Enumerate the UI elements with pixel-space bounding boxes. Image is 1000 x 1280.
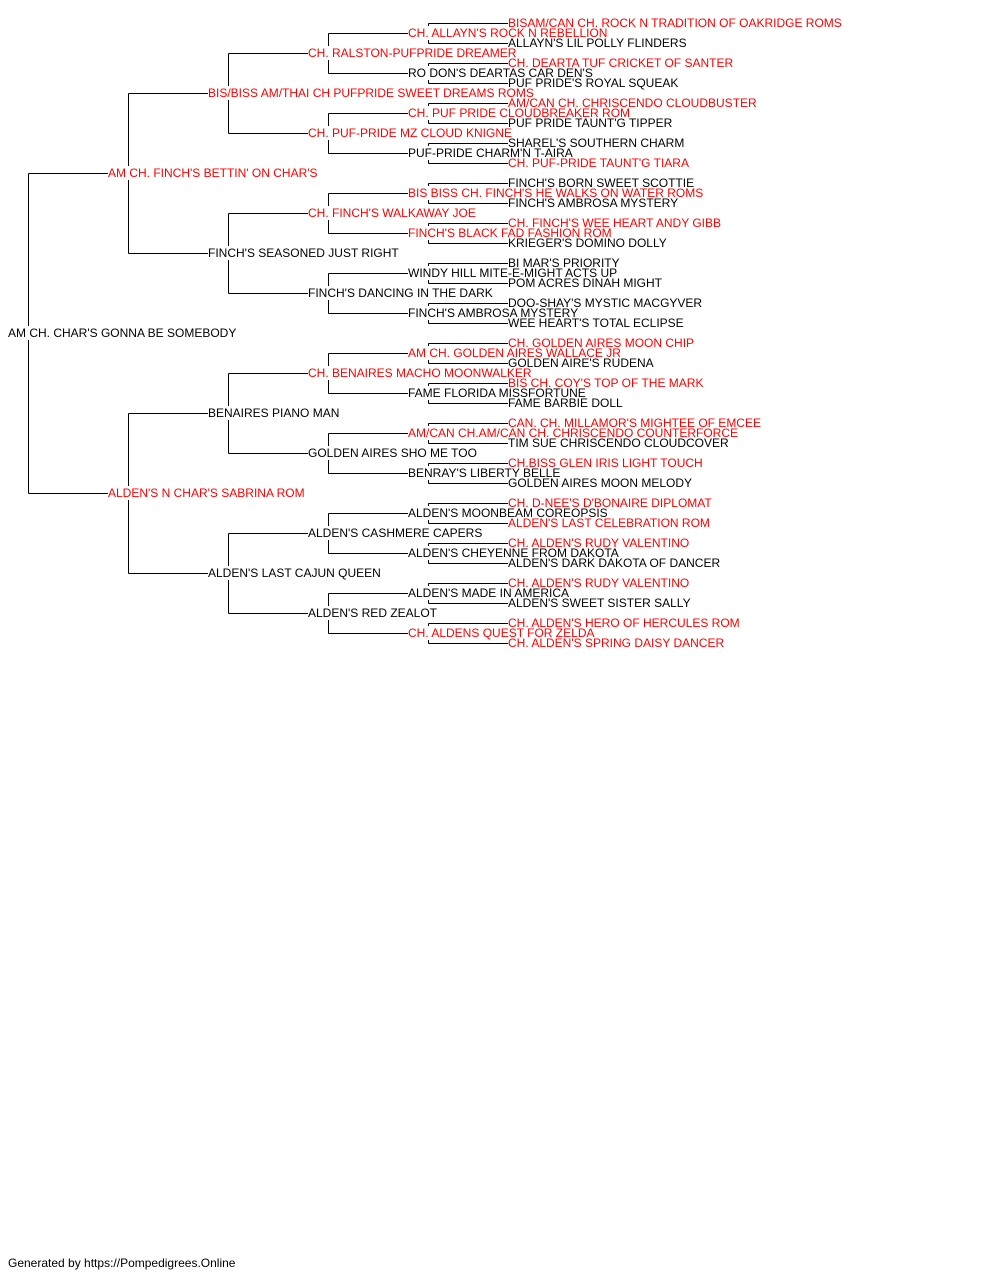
ancestor-name: CH. ALDEN'S RUDY VALENTINO [508, 536, 689, 550]
ancestor-name: WINDY HILL MITE-E-MIGHT ACTS UP [408, 266, 617, 280]
ancestor-name: ALDEN'S CHEYENNE FROM DAKOTA [408, 546, 619, 560]
ancestor-name: ALDEN'S SWEET SISTER SALLY [508, 596, 691, 610]
ancestor-name: ALDEN'S DARK DAKOTA OF DANCER [508, 556, 720, 570]
ancestor-name: BENAIRES PIANO MAN [208, 406, 339, 420]
ancestor-name: SHAREL'S SOUTHERN CHARM [508, 136, 684, 150]
ancestor-name: CH. ALDEN'S SPRING DAISY DANCER [508, 636, 724, 650]
ancestor-name: CH. PUF-PRIDE MZ CLOUD KNIGNE [308, 126, 512, 140]
ancestor-name: ALDEN'S MADE IN AMERICA [408, 586, 569, 600]
ancestor-name: FINCH'S BLACK FAD FASHION ROM [408, 226, 612, 240]
subject-dog-name: AM CH. CHAR'S GONNA BE SOMEBODY [8, 326, 236, 340]
ancestor-name: GOLDEN AIRE'S RUDENA [508, 356, 654, 370]
ancestor-name: ALDEN'S LAST CAJUN QUEEN [208, 566, 381, 580]
ancestor-name: BIS/BISS AM/THAI CH PUFPRIDE SWEET DREAM… [208, 86, 534, 100]
ancestor-name: AM/CAN CH. CHRISCENDO CLOUDBUSTER [508, 96, 757, 110]
pedigree-connector-lines [28, 23, 508, 644]
ancestor-name: CH. ALDEN'S HERO OF HERCULES ROM [508, 616, 740, 630]
ancestor-name: ALDEN'S CASHMERE CAPERS [308, 526, 482, 540]
ancestor-name: CH. RALSTON-PUFPRIDE DREAMER [308, 46, 517, 60]
ancestor-name: ALDEN'S RED ZEALOT [308, 606, 438, 620]
ancestor-name: AM CH. GOLDEN AIRES WALLACE JR [408, 346, 621, 360]
ancestor-name: RO DON'S DEARTAS CAR DEN'S [408, 66, 593, 80]
ancestor-name: KRIEGER'S DOMINO DOLLY [508, 236, 667, 250]
ancestor-name: PUF PRIDE TAUNT'G TIPPER [508, 116, 673, 130]
ancestor-name: BENRAY'S LIBERTY BELLE [408, 466, 560, 480]
ancestor-name: CH. PUF PRIDE CLOUDBREAKER ROM [408, 106, 630, 120]
ancestor-name: FINCH'S SEASONED JUST RIGHT [208, 246, 399, 260]
ancestor-name: WEE HEART'S TOTAL ECLIPSE [508, 316, 684, 330]
ancestor-name: CH. GOLDEN AIRES MOON CHIP [508, 336, 694, 350]
ancestor-name: GOLDEN AIRES MOON MELODY [508, 476, 692, 490]
ancestor-name: CH. D-NEE'S D'BONAIRE DIPLOMAT [508, 496, 712, 510]
ancestor-name: FINCH'S BORN SWEET SCOTTIE [508, 176, 694, 190]
ancestor-name: CH. ALDEN'S RUDY VALENTINO [508, 576, 689, 590]
ancestor-name: CH. BENAIRES MACHO MOONWALKER [308, 366, 532, 380]
ancestor-name: CH. PUF-PRIDE TAUNT'G TIARA [508, 156, 689, 170]
pedigree-name-labels: AM CH. CHAR'S GONNA BE SOMEBODY AM CH. FI… [8, 16, 842, 650]
ancestor-name: PUF-PRIDE CHARM'N T-AIRA [408, 146, 573, 160]
ancestor-name: PUF PRIDE'S ROYAL SQUEAK [508, 76, 678, 90]
ancestor-name: FAME FLORIDA MISSFORTUNE [408, 386, 586, 400]
ancestor-name: CH.BISS GLEN IRIS LIGHT TOUCH [508, 456, 703, 470]
ancestor-name: ALDEN'S LAST CELEBRATION ROM [508, 516, 710, 530]
ancestor-name: FAME BARBIE DOLL [508, 396, 623, 410]
ancestor-name: FINCH'S AMBROSA MYSTERY [408, 306, 578, 320]
ancestor-name: BI MAR'S PRIORITY [508, 256, 620, 270]
ancestor-name: AM CH. FINCH'S BETTIN' ON CHAR'S [108, 166, 318, 180]
ancestor-name: CH. FINCH'S WALKAWAY JOE [308, 206, 476, 220]
ancestor-name: DOO-SHAY'S MYSTIC MACGYVER [508, 296, 702, 310]
ancestor-name: BISAM/CAN CH. ROCK N TRADITION OF OAKRID… [508, 16, 842, 30]
ancestor-name: CH. FINCH'S WEE HEART ANDY GIBB [508, 216, 721, 230]
ancestor-name: BIS CH. COY'S TOP OF THE MARK [508, 376, 703, 390]
ancestor-name: CH. ALDENS QUEST FOR ZELDA [408, 626, 595, 640]
ancestor-name: FINCH'S AMBROSA MYSTERY [508, 196, 678, 210]
ancestor-name: ALDEN'S N CHAR'S SABRINA ROM [108, 486, 305, 500]
ancestor-name: FINCH'S DANCING IN THE DARK [308, 286, 493, 300]
ancestor-name: POM ACRES DINAH MIGHT [508, 276, 663, 290]
ancestor-name: ALDEN'S MOONBEAM COREOPSIS [408, 506, 608, 520]
ancestor-name: BIS BISS CH. FINCH'S HE WALKS ON WATER R… [408, 186, 703, 200]
ancestor-name: GOLDEN AIRES SHO ME TOO [308, 446, 477, 460]
ancestor-name: TIM SUE CHRISCENDO CLOUDCOVER [508, 436, 729, 450]
ancestor-name: ALLAYN'S LIL POLLY FLINDERS [508, 36, 687, 50]
ancestor-name: AM/CAN CH.AM/CAN CH. CHRISCENDO COUNTERF… [408, 426, 738, 440]
ancestor-name: CAN. CH. MILLAMOR'S MIGHTEE OF EMCEE [508, 416, 761, 430]
ancestor-name: CH. DEARTA TUF CRICKET OF SANTER [508, 56, 733, 70]
ancestor-name: CH. ALLAYN'S ROCK N REBELLION [408, 26, 607, 40]
generated-by-footer: Generated by https://Pompedigrees.Online [8, 1256, 236, 1270]
